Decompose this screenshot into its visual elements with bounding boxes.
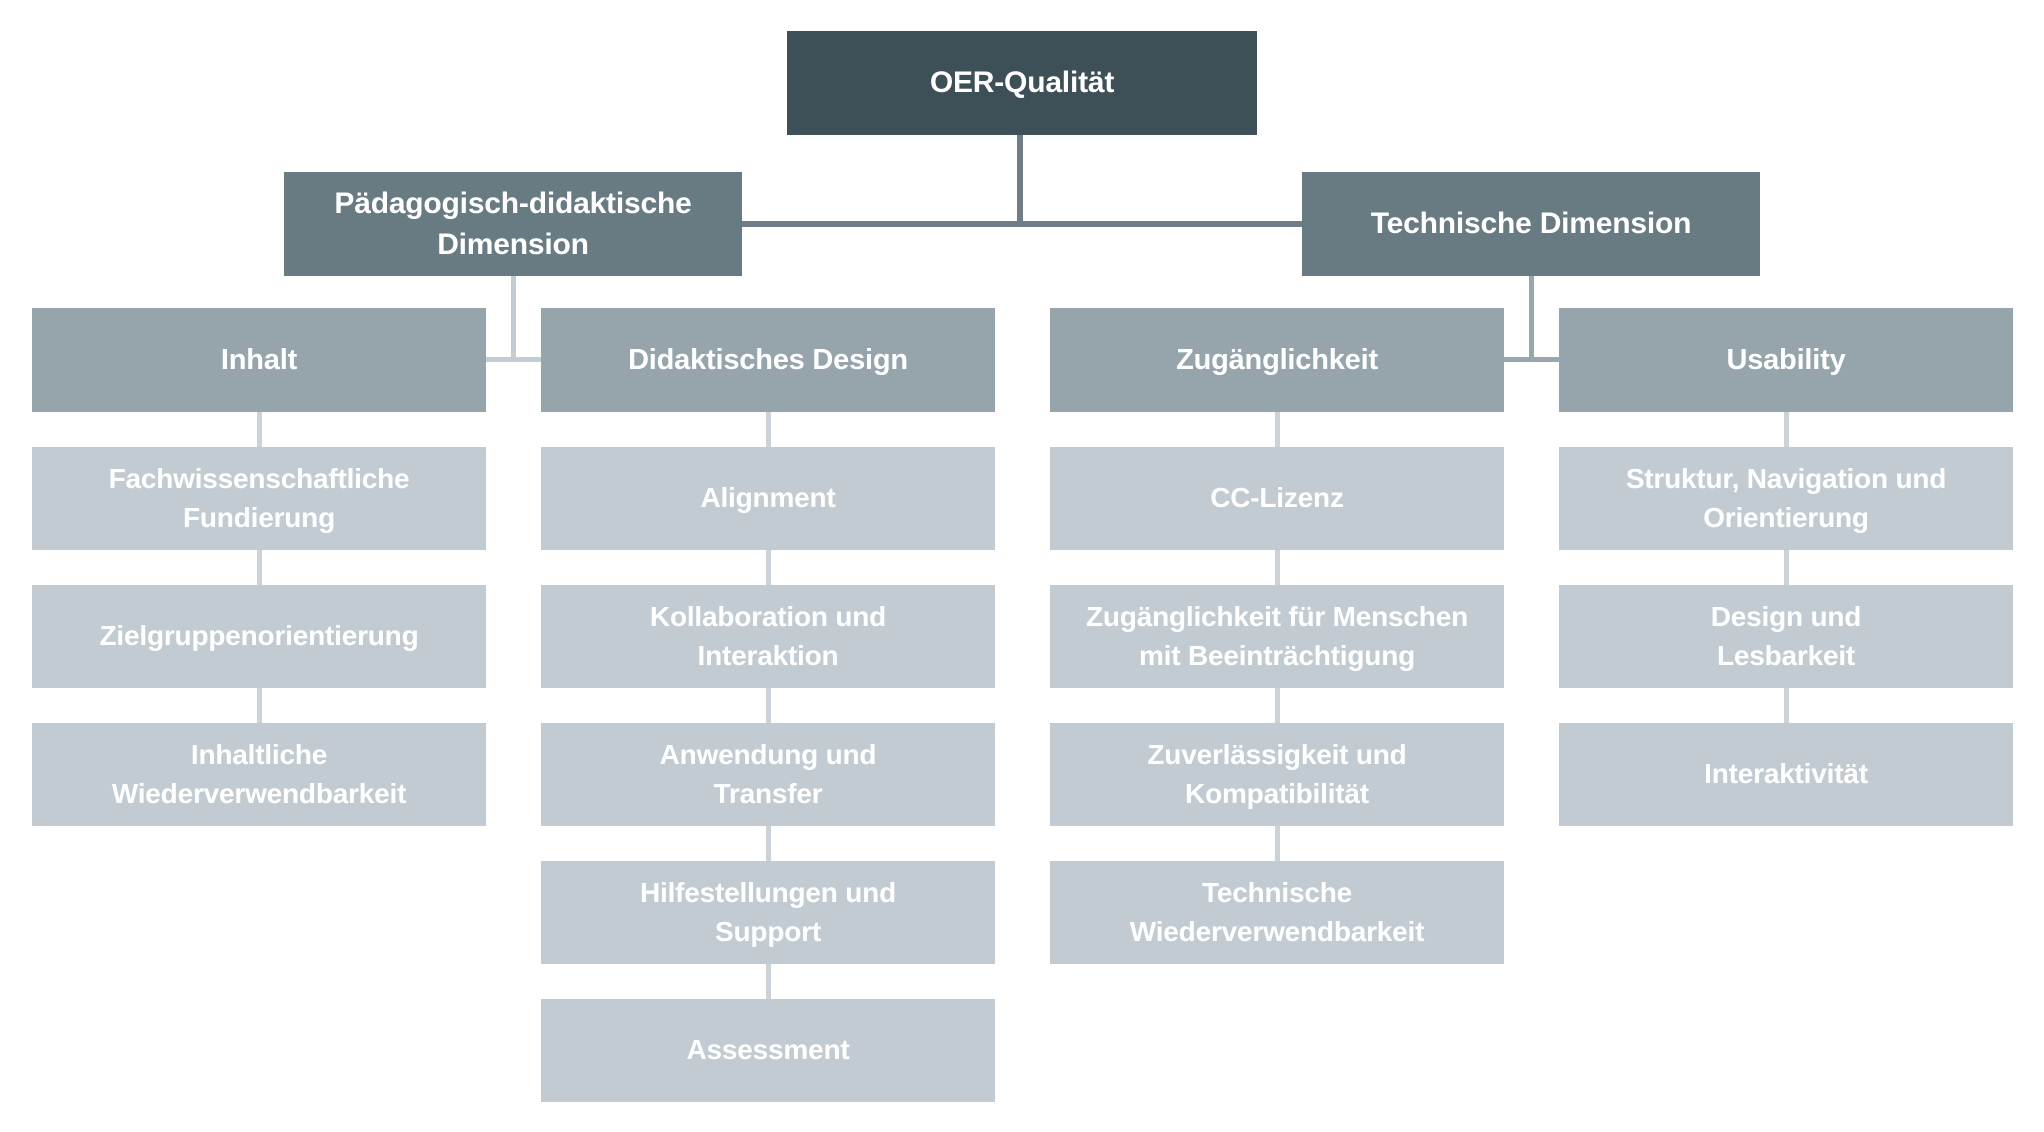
connector-paedagogisch-vertical: [511, 276, 516, 362]
column-connector: [766, 410, 771, 449]
column-connector: [257, 548, 262, 587]
column-connector: [766, 824, 771, 863]
column-connector: [766, 962, 771, 1001]
node-struktur-navigation-orientierung: Struktur, Navigation und Orientierung: [1559, 447, 2013, 550]
column-connector: [1784, 410, 1789, 449]
node-hilfestellungen-und-support: Hilfestellungen und Support: [541, 861, 995, 964]
node-anwendung-und-transfer: Anwendung und Transfer: [541, 723, 995, 826]
column-connector: [1784, 686, 1789, 725]
node-assessment: Assessment: [541, 999, 995, 1102]
node-zuverlaessigkeit-und-kompatibilitaet: Zuverlässigkeit und Kompatibilität: [1050, 723, 1504, 826]
node-technische-wiederverwendbarkeit: Technische Wiederverwendbarkeit: [1050, 861, 1504, 964]
node-header-inhalt: Inhalt: [32, 308, 486, 412]
node-cc-lizenz: CC-Lizenz: [1050, 447, 1504, 550]
node-zugaenglichkeit-fuer-menschen: Zugänglichkeit für Menschen mit Beeinträ…: [1050, 585, 1504, 688]
column-connector: [1784, 548, 1789, 587]
connector-root-horizontal: [742, 221, 1303, 227]
node-dimension-paedagogisch-didaktisch: Pädagogisch-didaktische Dimension: [284, 172, 742, 276]
node-interaktivitaet: Interaktivität: [1559, 723, 2013, 826]
node-header-usability: Usability: [1559, 308, 2013, 412]
node-fachwissenschaftliche-fundierung: Fachwissenschaftliche Fundierung: [32, 447, 486, 550]
node-header-zugaenglichkeit: Zugänglichkeit: [1050, 308, 1504, 412]
column-connector: [1275, 410, 1280, 449]
column-connector: [1275, 824, 1280, 863]
connector-root-vertical: [1017, 135, 1023, 227]
column-connector: [257, 686, 262, 725]
column-connector: [766, 686, 771, 725]
column-connector: [257, 410, 262, 449]
connector-paedagogisch-horizontal: [486, 357, 541, 362]
node-inhaltliche-wiederverwendbarkeit: Inhaltliche Wiederverwendbarkeit: [32, 723, 486, 826]
connector-technisch-horizontal: [1504, 357, 1559, 362]
node-oer-qualitaet: OER-Qualität: [787, 31, 1257, 135]
column-connector: [1275, 548, 1280, 587]
column-connector: [1275, 686, 1280, 725]
column-connector: [766, 548, 771, 587]
node-kollaboration-und-interaktion: Kollaboration und Interaktion: [541, 585, 995, 688]
node-design-und-lesbarkeit: Design und Lesbarkeit: [1559, 585, 2013, 688]
node-zielgruppenorientierung: Zielgruppenorientierung: [32, 585, 486, 688]
node-alignment: Alignment: [541, 447, 995, 550]
connector-technisch-vertical: [1529, 276, 1534, 362]
node-dimension-technisch: Technische Dimension: [1302, 172, 1760, 276]
node-header-didaktisches-design: Didaktisches Design: [541, 308, 995, 412]
